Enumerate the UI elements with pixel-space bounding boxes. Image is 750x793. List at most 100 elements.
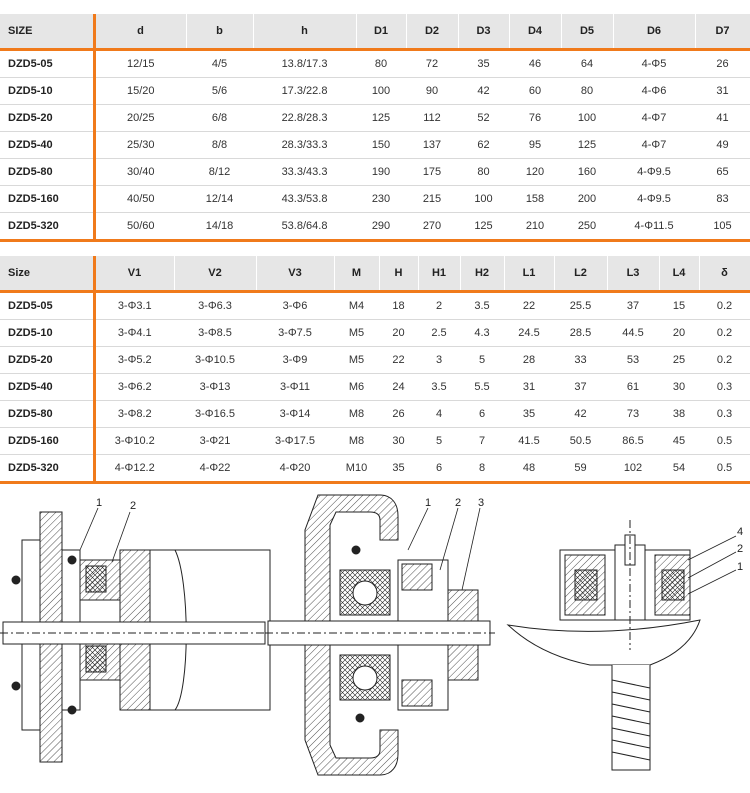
table-cell: 60 [509, 77, 561, 105]
column-header: D4 [509, 14, 562, 50]
row-size-label: DZD5-05 [0, 48, 96, 78]
table-cell: 0.2 [699, 319, 750, 347]
table-cell: 125 [561, 131, 613, 159]
table-cell: 80 [356, 48, 406, 78]
column-header: L2 [554, 256, 608, 292]
table-cell: 86.5 [607, 427, 659, 455]
table-cell: 2.5 [418, 319, 460, 347]
table-cell: 0.5 [699, 427, 750, 455]
column-header: V1 [94, 256, 175, 292]
row-size-label: DZD5-10 [0, 319, 96, 347]
table-cell: 6/8 [186, 104, 253, 132]
table-cell: 3-Φ9 [256, 346, 334, 374]
table-cell: 160 [561, 158, 613, 186]
table-cell: 35 [379, 454, 418, 484]
table-cell: 125 [356, 104, 406, 132]
table-cell: M8 [334, 400, 379, 428]
callout-label: 2 [455, 497, 461, 509]
row-size-label: DZD5-80 [0, 158, 96, 186]
column-header: H [379, 256, 419, 292]
table-cell: 3-Φ5.2 [94, 346, 174, 374]
row-size-label: DZD5-160 [0, 427, 96, 455]
row-size-label: DZD5-320 [0, 454, 96, 484]
table-cell: 3-Φ10.2 [94, 427, 174, 455]
callout-label: 4 [737, 526, 743, 538]
table-cell: 112 [406, 104, 458, 132]
table-cell: 28.5 [554, 319, 607, 347]
table-cell: 12/14 [186, 185, 253, 213]
table-cell: 20/25 [94, 104, 186, 132]
table-cell: 62 [458, 131, 509, 159]
table-cell: 3-Φ6.2 [94, 373, 174, 401]
column-header: SIZE [0, 14, 96, 50]
table-cell: 22 [379, 346, 418, 374]
table-cell: 80 [458, 158, 509, 186]
table-cell: 53 [607, 346, 659, 374]
table-cell: M5 [334, 346, 379, 374]
table-cell: 3-Φ14 [256, 400, 334, 428]
table-cell: 52 [458, 104, 509, 132]
leader-line [687, 551, 737, 579]
table-cell: 3-Φ13 [174, 373, 256, 401]
callout-label: 2 [130, 500, 136, 512]
table-cell: 44.5 [607, 319, 659, 347]
table-cell: 83 [695, 185, 750, 213]
table-cell: 2 [418, 290, 460, 320]
table-cell: 42 [554, 400, 607, 428]
table-cell: 5.5 [460, 373, 504, 401]
table-cell: 65 [695, 158, 750, 186]
table-cell: 50/60 [94, 212, 186, 242]
row-size-label: DZD5-05 [0, 290, 96, 320]
column-header: D1 [356, 14, 407, 50]
table-cell: 190 [356, 158, 406, 186]
table-cell: 3-Φ4.1 [94, 319, 174, 347]
table-cell: 3-Φ8.2 [94, 400, 174, 428]
table-cell: 0.2 [699, 290, 750, 320]
table-cell: 158 [509, 185, 561, 213]
table-cell: 4-Φ20 [256, 454, 334, 484]
table-cell: 0.3 [699, 400, 750, 428]
table-cell: 40/50 [94, 185, 186, 213]
table-cell: M5 [334, 319, 379, 347]
table-cell: 30/40 [94, 158, 186, 186]
table-cell: 0.5 [699, 454, 750, 484]
callout-label: 2 [737, 543, 743, 555]
table-cell: 0.3 [699, 373, 750, 401]
table-cell: 20 [379, 319, 418, 347]
table-cell: 50.5 [554, 427, 607, 455]
table-cell: 30 [379, 427, 418, 455]
column-header: δ [699, 256, 750, 292]
table-cell: 37 [554, 373, 607, 401]
table-cell: 4-Φ9.5 [613, 185, 695, 213]
table-cell: 38 [659, 400, 699, 428]
column-header: D6 [613, 14, 696, 50]
table-cell: 54 [659, 454, 699, 484]
table-cell: 22 [504, 290, 554, 320]
row-size-label: DZD5-20 [0, 346, 96, 374]
table-cell: 7 [460, 427, 504, 455]
table-cell: 33.3/43.3 [253, 158, 356, 186]
middle-section-drawing [265, 494, 495, 776]
table-cell: 3-Φ6 [256, 290, 334, 320]
row-size-label: DZD5-80 [0, 400, 96, 428]
table-cell: 15 [659, 290, 699, 320]
table-cell: 4.3 [460, 319, 504, 347]
table-cell: 100 [458, 185, 509, 213]
table-cell: 25 [659, 346, 699, 374]
technical-drawings: 1 2 1 2 3 4 2 1 [0, 494, 743, 776]
table-cell: 3-Φ21 [174, 427, 256, 455]
table-cell: 0.2 [699, 346, 750, 374]
table-cell: 33 [554, 346, 607, 374]
table-cell: 3-Φ11 [256, 373, 334, 401]
